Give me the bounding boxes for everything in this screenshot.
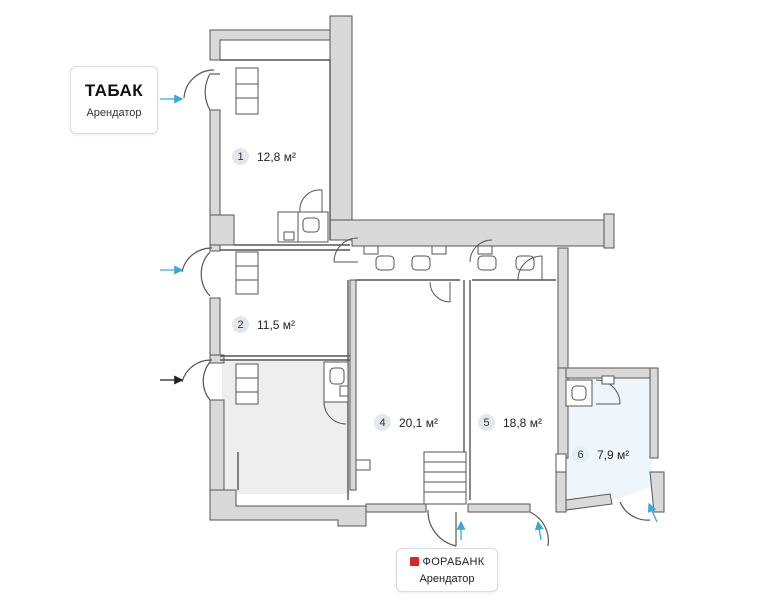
room-area: 20,1 м²: [399, 415, 438, 430]
tenant-tag-subtitle: Арендатор: [419, 572, 475, 585]
room-number-badge: 5: [478, 414, 495, 431]
tenant-tag-subtitle: Арендатор: [86, 107, 142, 119]
room-number-badge: 6: [572, 446, 589, 463]
toilet-icon: [375, 255, 395, 271]
room-label-4[interactable]: 4 20,1 м²: [374, 414, 438, 431]
room-6-fixtures: [555, 375, 621, 473]
room-area: 11,5 м²: [257, 317, 296, 332]
room-area: 7,9 м²: [597, 447, 630, 462]
toilet-icon: [571, 385, 587, 401]
tenant-tag-title: ФОРАБАНК: [422, 555, 485, 568]
stairs-icon: [423, 451, 467, 505]
door-swing-icon: [204, 73, 211, 111]
room-2-fixtures: [235, 251, 259, 295]
toilet-icon: [329, 367, 345, 385]
forabank-brand-row: ФОРАБАНК: [409, 555, 485, 568]
forabank-logo-icon: [409, 557, 419, 566]
door-swing-icon: [183, 69, 215, 99]
room-area: 12,8 м²: [257, 149, 296, 164]
entrance-arrow-icon: [534, 520, 544, 541]
entrance-arrows: [160, 94, 658, 541]
room-number-badge: 2: [232, 316, 249, 333]
room-label-2[interactable]: 2 11,5 м²: [232, 316, 295, 333]
entry-doors: [181, 69, 651, 547]
room-number-badge: 1: [232, 148, 249, 165]
door-swing-icon: [619, 501, 651, 521]
room-label-5[interactable]: 5 18,8 м²: [478, 414, 542, 431]
door-swing-icon: [181, 247, 213, 273]
room-6-fill: [566, 378, 652, 506]
tenant-tag-tabak[interactable]: ТАБАК Арендатор: [70, 66, 158, 134]
entrance-arrow-icon: [648, 502, 658, 523]
toilet-icon: [477, 255, 497, 271]
door-swing-icon: [427, 509, 457, 547]
room-label-6[interactable]: 6 7,9 м²: [572, 446, 629, 463]
door-swing-icon: [202, 361, 211, 401]
room-1-fixtures: [235, 67, 329, 243]
toilet-icon: [302, 217, 320, 233]
room-number-badge: 4: [374, 414, 391, 431]
door-swing-icon: [181, 359, 213, 383]
room-area: 18,8 м²: [503, 415, 542, 430]
room-3-fixtures: [235, 361, 371, 471]
tenant-tag-title: ТАБАК: [84, 81, 144, 100]
corridor-fixtures: [333, 237, 543, 303]
sink-icon: [411, 255, 431, 271]
tenant-tag-forabank[interactable]: ФОРАБАНК Арендатор: [396, 548, 498, 592]
walls: [209, 15, 665, 527]
door-swing-icon: [529, 511, 549, 547]
room-label-1[interactable]: 1 12,8 м²: [232, 148, 296, 165]
door-swing-icon: [200, 251, 211, 297]
